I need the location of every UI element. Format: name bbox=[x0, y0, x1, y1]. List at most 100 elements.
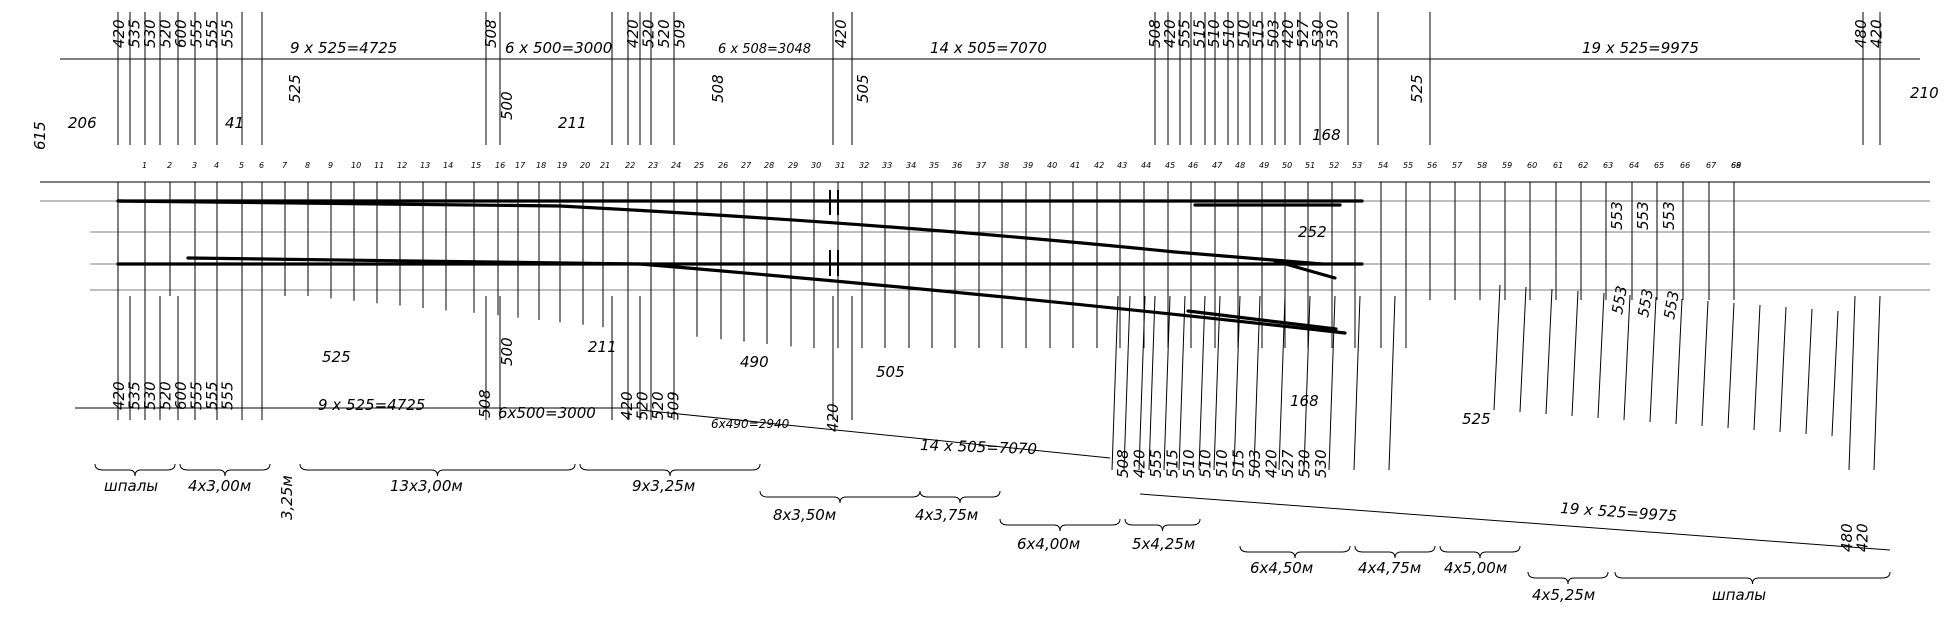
sleeper-number: 38 bbox=[999, 161, 1009, 170]
sleeper-number: 12 bbox=[397, 161, 407, 170]
sleeper-number: 11 bbox=[374, 161, 384, 170]
extension-line-bottom bbox=[1303, 295, 1311, 471]
bottom-dim-value: 530 bbox=[141, 381, 159, 410]
sleeper-number: 58 bbox=[1477, 161, 1487, 170]
sleeper-number: 57 bbox=[1452, 161, 1463, 170]
sleeper-number: 6 bbox=[259, 161, 264, 170]
group-brace bbox=[179, 463, 271, 477]
dim-168-top: 168 bbox=[1312, 126, 1341, 144]
sleeper-number: 22 bbox=[625, 161, 635, 170]
sleeper-number: 34 bbox=[906, 161, 916, 170]
bottom-dim-value: 555 bbox=[188, 381, 206, 410]
group-brace bbox=[1354, 545, 1436, 559]
dim-525-top-right: 525 bbox=[1408, 74, 1426, 103]
sleeper-number: 32 bbox=[859, 161, 869, 170]
group-label-13x300: 13x3,00м bbox=[390, 477, 463, 495]
top-dim-value: 480 bbox=[1852, 19, 1870, 48]
dim-553-a: 553 bbox=[1608, 201, 1626, 230]
dim-206: 206 bbox=[68, 114, 97, 132]
top-dim-value: 555 bbox=[1176, 19, 1194, 48]
group-label-4x375: 4x3,75м bbox=[915, 506, 978, 524]
sleeper-number: 19 bbox=[557, 161, 567, 170]
dim-252: 252 bbox=[1298, 223, 1327, 241]
dim-508-top: 508 bbox=[709, 74, 727, 103]
sleeper-number: 8 bbox=[305, 161, 310, 170]
bottom-dim-value: 510 bbox=[1180, 449, 1198, 478]
bot-dim-c: 6x490=2940 bbox=[711, 417, 790, 431]
sleeper-number: 49 bbox=[1259, 161, 1269, 170]
bot-dim-f: 19 x 525=9975 bbox=[1560, 499, 1678, 525]
sleeper-number: 43 bbox=[1117, 161, 1127, 170]
sleeper-number: 13 bbox=[420, 161, 430, 170]
bottom-dim-value: 420 bbox=[1131, 449, 1149, 478]
group-label-5x425: 5x4,25м bbox=[1132, 535, 1195, 553]
top-dim-value: 420 bbox=[1161, 19, 1179, 48]
right-dims-553: 553 553 553 553 553 553 bbox=[1608, 201, 1683, 320]
extension-line-bottom bbox=[1848, 295, 1856, 471]
dim-553-e: 553 bbox=[1634, 287, 1657, 318]
top-dim-value: 530 bbox=[1309, 19, 1327, 48]
sleeper-number: 20 bbox=[580, 161, 590, 170]
sleeper-number: 3 bbox=[192, 161, 197, 170]
top-dim-value: 515 bbox=[1190, 19, 1208, 48]
bottom-small-dims: 525 500 211 490 505 168 525 bbox=[322, 337, 1491, 428]
group-label-4x300: 4x3,00м bbox=[188, 477, 251, 495]
bottom-dim-value: 480 bbox=[1838, 523, 1856, 552]
sleeper-number: 2 bbox=[167, 161, 172, 170]
top-dim-value: 555 bbox=[188, 19, 206, 48]
dim-505-top: 505 bbox=[854, 74, 872, 103]
dim-210: 210 bbox=[1910, 84, 1939, 102]
sleeper-number: 68 bbox=[1731, 161, 1741, 170]
bottom-dim-value: 527 bbox=[1279, 449, 1297, 478]
sleeper-number: 60 bbox=[1527, 161, 1537, 170]
extension-line-bottom bbox=[1178, 295, 1186, 471]
sleeper-number: 47 bbox=[1212, 161, 1223, 170]
group-brace bbox=[759, 490, 921, 504]
extension-line-bottom bbox=[1163, 295, 1171, 471]
group-brace bbox=[94, 463, 176, 477]
rail-diverging-upper bbox=[116, 199, 1324, 266]
sleeper-number: 27 bbox=[741, 161, 752, 170]
sleeper-diverging bbox=[1649, 296, 1657, 423]
dim-500-bot: 500 bbox=[498, 337, 516, 366]
group-label-6x450: 6x4,50м bbox=[1250, 559, 1313, 577]
bottom-dim-value: 508 bbox=[1114, 449, 1132, 478]
guard-rail-lower bbox=[1186, 309, 1338, 331]
top-dim-value: 420 bbox=[110, 19, 128, 48]
extension-line-bottom bbox=[1138, 295, 1146, 471]
bottom-dim-value: 515 bbox=[1164, 449, 1182, 478]
extension-line-bottom bbox=[1353, 295, 1361, 471]
bot-dim-b: 6x500=3000 bbox=[498, 404, 596, 422]
sleeper-number: 53 bbox=[1352, 161, 1362, 170]
group-brace bbox=[1239, 545, 1351, 559]
dim-553-b: 553 bbox=[1634, 201, 1652, 230]
sleeper-number: 44 bbox=[1141, 161, 1151, 170]
group-brace bbox=[299, 463, 576, 477]
rail-diverging-lower bbox=[186, 256, 1347, 335]
sleeper-diverging bbox=[1779, 306, 1787, 433]
group-label-shpaly-right: шпалы bbox=[1712, 586, 1766, 604]
sleeper-number: 16 bbox=[495, 161, 505, 170]
group-label-6x400: 6x4,00м bbox=[1017, 535, 1080, 553]
top-dim-c: 6 x 508=3048 bbox=[718, 42, 811, 57]
rails bbox=[116, 199, 1364, 335]
extension-line-bottom bbox=[1328, 295, 1336, 471]
group-label-8x350: 8x3,50м bbox=[773, 506, 836, 524]
drawing-lines bbox=[40, 12, 1930, 585]
bottom-dim-value: 520 bbox=[634, 391, 652, 420]
top-dim-value: 530 bbox=[1324, 19, 1342, 48]
extension-line-bottom bbox=[1388, 295, 1396, 471]
sleeper-number: 15 bbox=[471, 161, 481, 170]
sleeper-diverging bbox=[1675, 298, 1683, 425]
dim-211-bot: 211 bbox=[588, 338, 617, 356]
sleeper-diverging bbox=[1545, 288, 1553, 415]
sleeper-number: 29 bbox=[788, 161, 798, 170]
group-label-9x325: 9x3,25м bbox=[632, 477, 695, 495]
sleeper-diverging bbox=[1727, 302, 1735, 429]
bottom-dim-value: 530 bbox=[1312, 449, 1330, 478]
bottom-dim-value: 420 bbox=[824, 403, 842, 432]
extension-line-bottom bbox=[1873, 295, 1881, 471]
top-dim-value: 510 bbox=[1205, 19, 1223, 48]
group-brace bbox=[919, 490, 1001, 504]
